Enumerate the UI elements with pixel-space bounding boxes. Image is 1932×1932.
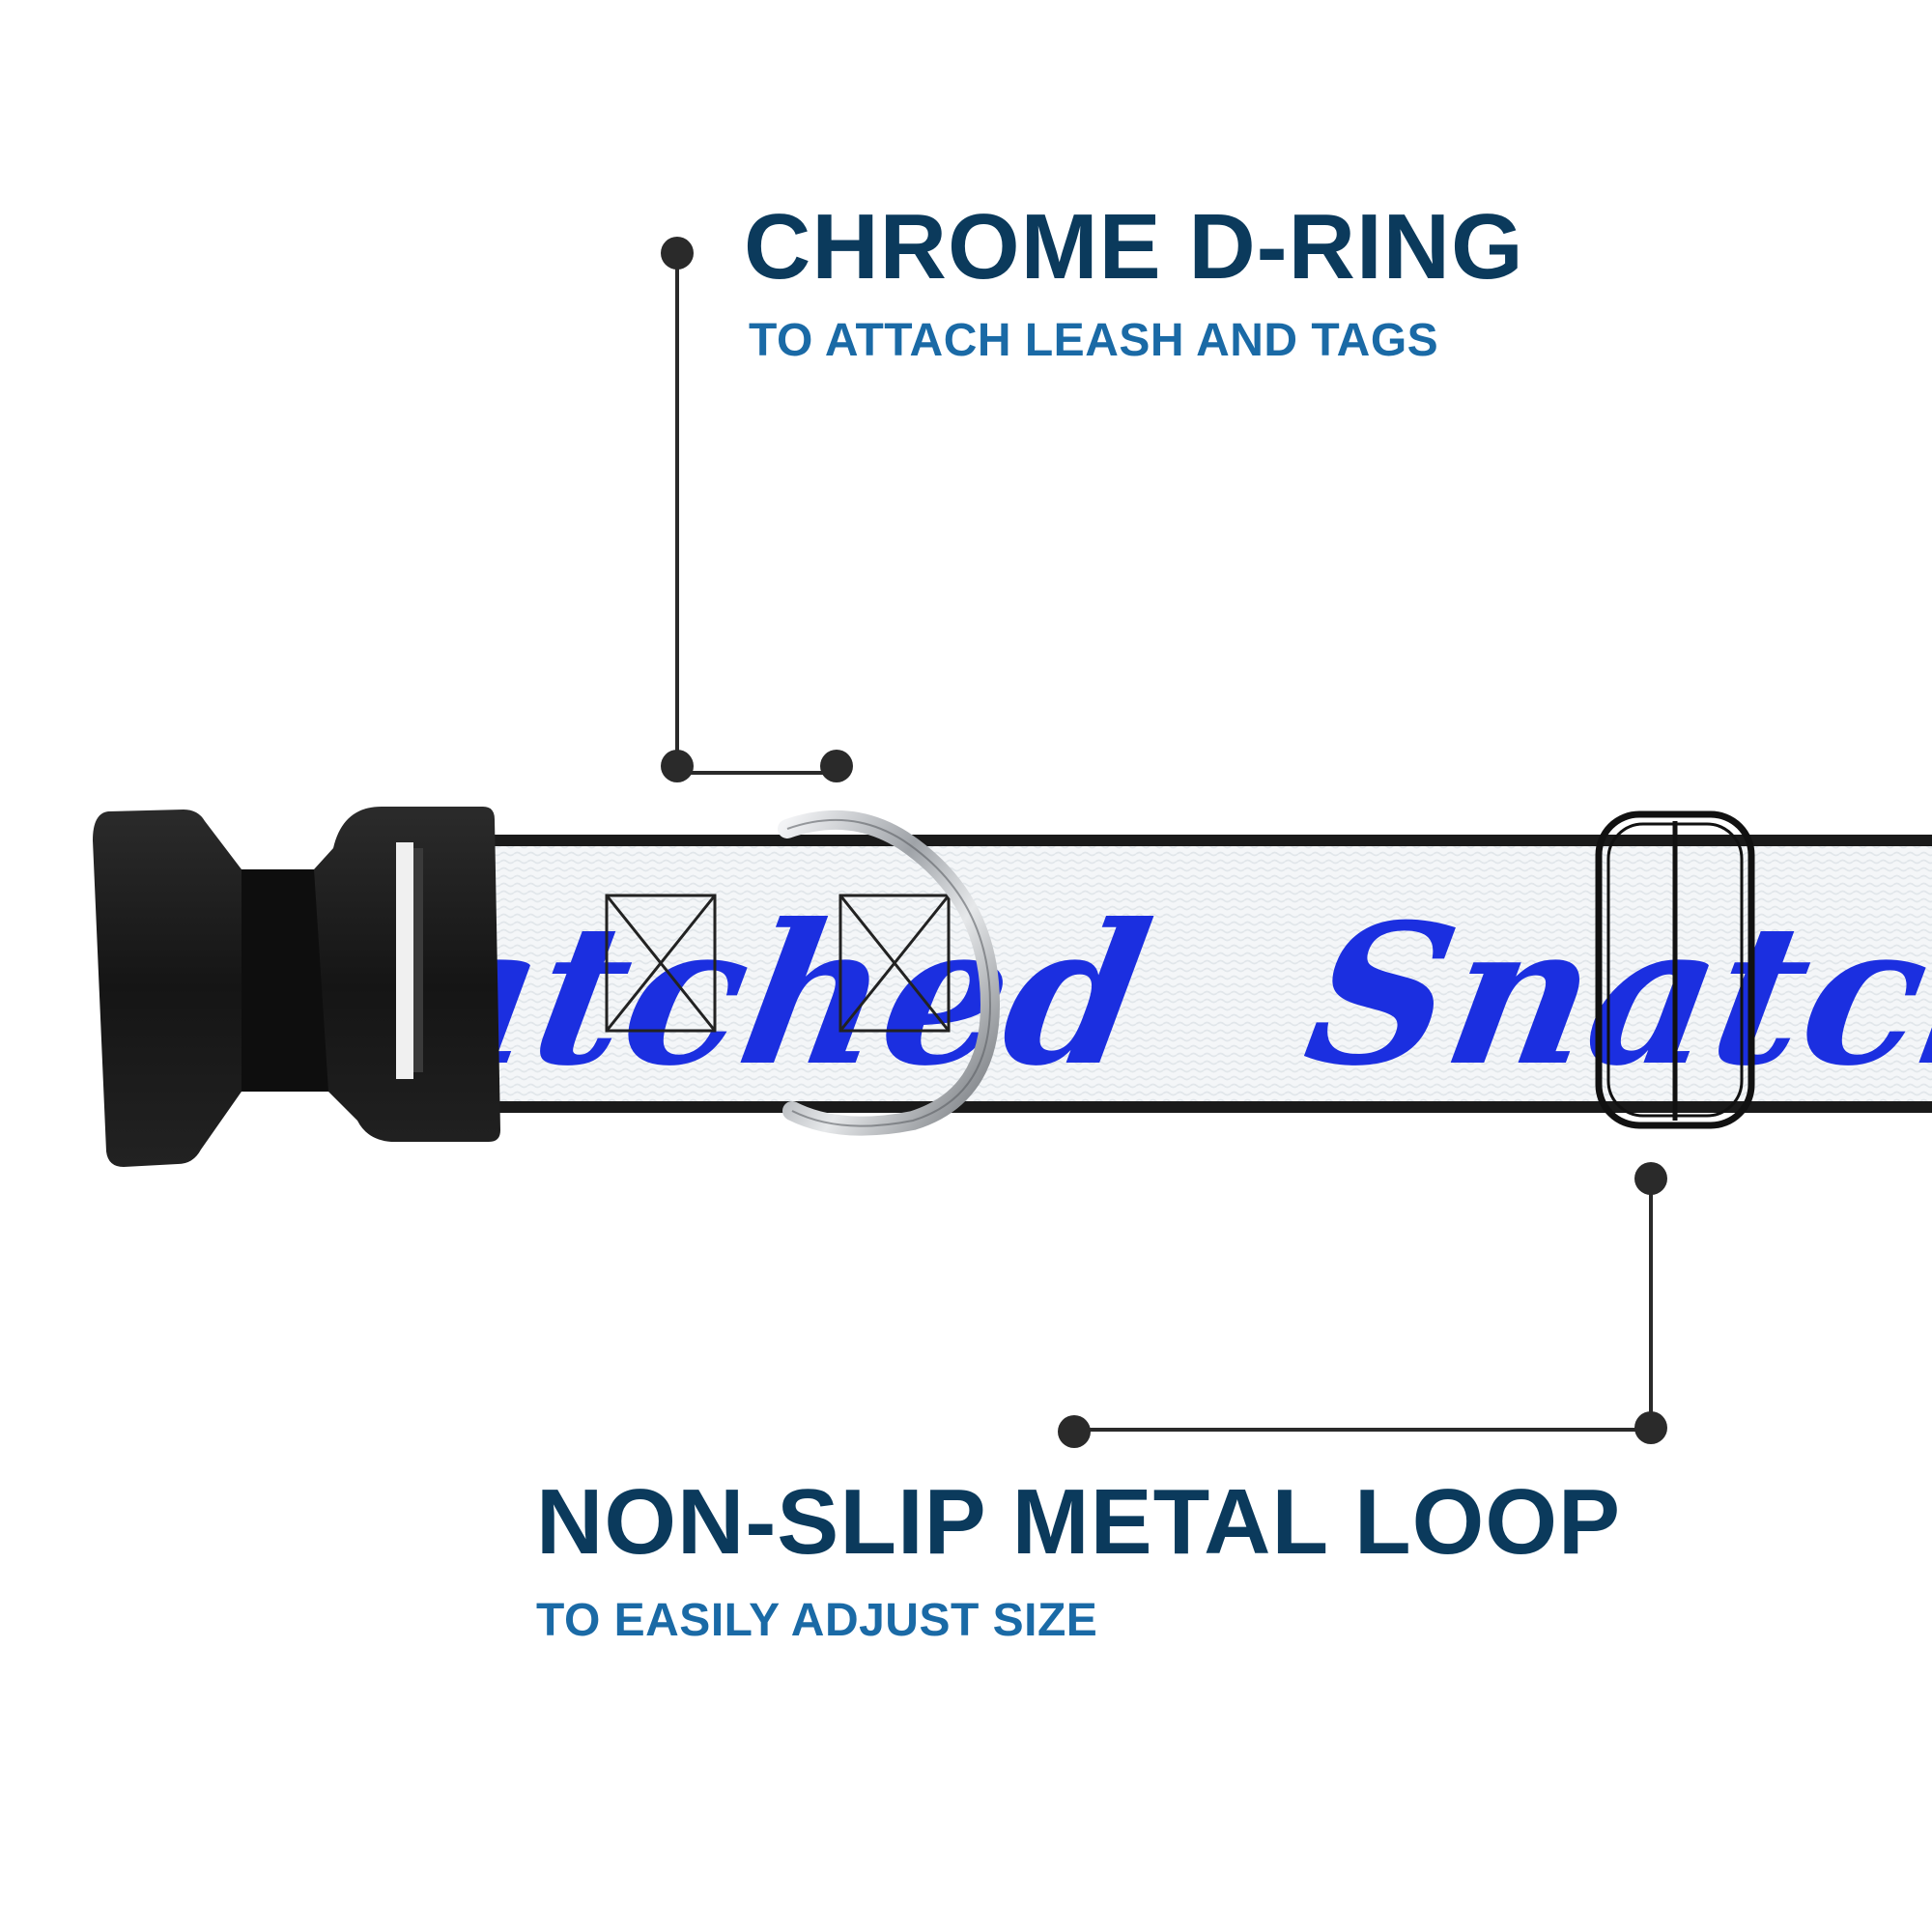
callout-dot-icon xyxy=(661,237,694,270)
callout-dot-icon xyxy=(661,750,694,782)
stitch-box-left xyxy=(605,894,717,1033)
stitch-box-right xyxy=(838,894,951,1033)
callout-dot-icon xyxy=(820,750,853,782)
d-ring-icon xyxy=(778,810,1001,1136)
collar-print-text-left: Snatched xyxy=(114,881,1164,1108)
side-release-buckle-icon xyxy=(93,807,500,1167)
strap-edge-top xyxy=(406,835,1932,848)
strap-webbing xyxy=(406,846,1932,1105)
d-ring-callout-title: CHROME D-RING xyxy=(744,195,1524,298)
slide-loop-icon xyxy=(1595,810,1755,1129)
callout-dot-icon xyxy=(1058,1415,1091,1448)
callout-dot-icon xyxy=(1634,1411,1667,1444)
collar-print-text-right: Snatched xyxy=(1293,881,1932,1108)
callout-dot-icon xyxy=(1634,1162,1667,1195)
collar-print: Snatched Snatched xyxy=(114,881,1932,1108)
d-ring-leader xyxy=(675,253,837,775)
d-ring-callout-subtitle: TO ATTACH LEASH AND TAGS xyxy=(749,315,1439,366)
metal-loop-callout-subtitle: TO EASILY ADJUST SIZE xyxy=(536,1595,1098,1646)
loop-leader xyxy=(1074,1179,1653,1432)
metal-loop-callout-title: NON-SLIP METAL LOOP xyxy=(536,1470,1622,1574)
